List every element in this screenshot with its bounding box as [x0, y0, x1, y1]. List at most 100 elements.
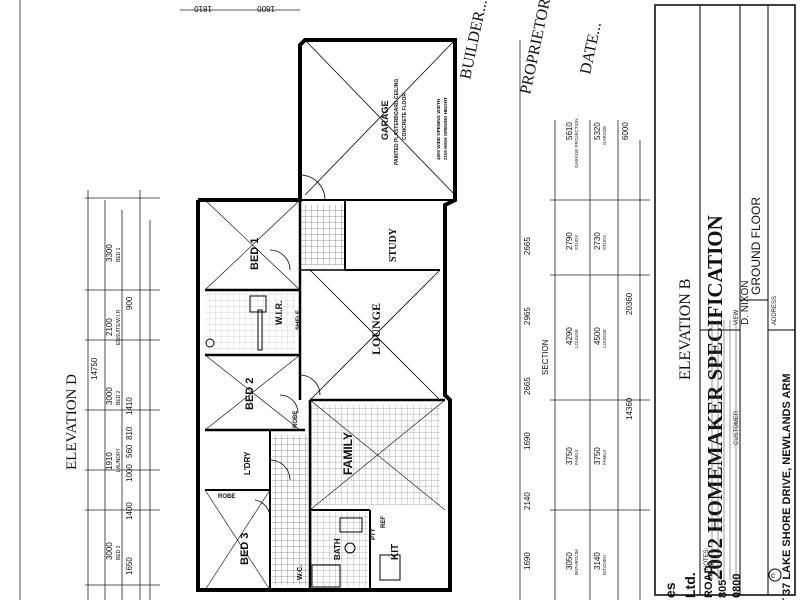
dim-mid-1: 900 — [125, 296, 134, 310]
room-kit: KIT — [390, 544, 401, 560]
dim-r2-3: 4500 — [593, 327, 602, 345]
elevation-b-label: ELEVATION B — [677, 279, 694, 380]
room-garage-note2: CONCRETE FLOOR — [402, 93, 408, 140]
dim-r2-label-1: GARAGE — [602, 126, 607, 145]
room-robe-2: ROBE — [218, 494, 235, 500]
dim-mid-2: 1410 — [125, 397, 134, 415]
dim-r1-label-5: BATHROOM — [574, 549, 579, 575]
dim-gpost-4: 1690 — [523, 432, 532, 450]
dim-mid-5: 1000 — [125, 464, 134, 482]
dim-r1-label-4: FAMILY — [574, 449, 579, 465]
door-swings — [254, 174, 326, 519]
notes-label: NOTES: — [704, 547, 710, 570]
top-dim-2: 1800 — [257, 4, 275, 13]
dim-r1-1: 5610 — [565, 122, 574, 140]
room-wir: W.I.R. — [274, 301, 284, 326]
top-dim-1: 1810 — [194, 4, 212, 13]
dim-left-3: 3000 — [105, 387, 114, 405]
dim-left-2: 2100 — [105, 318, 114, 336]
room-study: STUDY — [388, 227, 399, 262]
dim-r1-label-3: LOUNGE — [574, 329, 579, 348]
dim-mid-4: 560 — [125, 444, 134, 458]
right-dimension-strings — [519, 40, 650, 600]
company-line-5: 0800 — [731, 574, 743, 598]
room-wc: W.C. — [297, 565, 304, 580]
dim-left-5: 3000 — [105, 542, 114, 560]
dim-left-label-5: BED 3 — [116, 545, 122, 560]
address-label: ADDRESS — [772, 296, 778, 325]
company-line-1: es — [662, 582, 678, 598]
elevation-d-label: ELEVATION D — [64, 374, 80, 470]
dim-gpost-6: 1690 — [523, 552, 532, 570]
dim-r2-4: 3750 — [593, 447, 602, 465]
room-bed2: BED 2 — [244, 378, 256, 410]
room-bed3: BED 3 — [239, 533, 251, 565]
room-ref: REF — [381, 516, 387, 528]
customer-label: CUSTOMER — [734, 410, 740, 445]
dim-left-label-1: BED 1 — [116, 247, 122, 262]
customer-value: D. NIXON — [740, 281, 751, 325]
dim-r2-label-5: KITCHEN — [602, 555, 607, 575]
dim-left-1: 3300 — [105, 244, 114, 262]
spec-title: 2002 HOMEMAKER SPECIFICATION — [703, 215, 727, 580]
room-garage: GARAGE — [380, 100, 390, 140]
room-lounge: LOUNGE — [369, 303, 383, 355]
left-dimension-strings — [19, 0, 160, 600]
dim-r1-4: 3750 — [565, 447, 574, 465]
dim-r2-1: 5320 — [593, 122, 602, 140]
dim-left-4: 1910 — [105, 452, 114, 470]
company-line-4: 805 — [717, 580, 729, 598]
right-dim-labels: 5610 GARAGE PROJECTION 2790 STUDY 4290 L… — [523, 118, 634, 575]
stamp-builder: BUILDER... — [457, 0, 491, 81]
dim-r2-5: 3140 — [593, 552, 602, 570]
room-garage-note1: PAINTED PLASTERBOARD CEILING — [394, 79, 400, 165]
room-ldry: L'DRY — [243, 451, 252, 475]
dim-r1-3: 4290 — [565, 327, 574, 345]
room-shelf: SHELF — [296, 310, 302, 330]
address-value: LOT 37 LAKE SHORE DRIVE, NEWLANDS ARM — [781, 374, 793, 601]
dim-gpost-2: 2965 — [523, 307, 532, 325]
room-bed1: BED 1 — [249, 238, 261, 270]
view-value: GROUND FLOOR — [749, 197, 763, 295]
room-labels: GARAGE PAINTED PLASTERBOARD CEILING CONC… — [218, 79, 448, 580]
left-dim-labels: 3300 2100 3000 1910 3000 BED 1 ENSUITE/W… — [90, 244, 134, 575]
dim-r2-label-3: LOUNGE — [602, 329, 607, 348]
dim-gpost-3: 2665 — [523, 377, 532, 395]
dim-r3-1: 6000 — [621, 122, 630, 140]
title-block — [654, 4, 796, 596]
dim-r2-label-2: STUDY — [602, 235, 607, 250]
room-robe-1: ROBE — [293, 411, 299, 428]
company-line-2: Ltd. — [682, 572, 698, 598]
dim-mid-3: 810 — [125, 426, 134, 440]
room-bath: BATH — [333, 538, 342, 560]
notes-lines — [711, 320, 737, 580]
dim-left-label-2: ENSUITE/W.I.R. — [116, 308, 122, 345]
copyright-mark: c — [771, 571, 775, 580]
dim-r1-label-2: STUDY — [574, 235, 579, 250]
dim-r1-2: 2790 — [565, 232, 574, 250]
dim-mid-6: 1400 — [125, 502, 134, 520]
dim-gpost-1: 2665 — [523, 237, 532, 255]
room-garage-door: 4800 WIDE OPENING WIDTH — [436, 99, 441, 160]
view-label: VIEW — [734, 309, 740, 325]
room-pty: PTY — [371, 528, 377, 540]
dim-r2-2: 2730 — [593, 232, 602, 250]
company-line-3: ROAD, — [703, 563, 715, 598]
stamp-date: DATE... — [577, 21, 605, 76]
dim-r3-2: 20360 — [625, 292, 634, 315]
dim-r3-3: 14360 — [625, 397, 634, 420]
copyright-icon — [768, 568, 782, 582]
fixtures — [205, 295, 401, 588]
dim-r1-5: 3050 — [565, 552, 574, 570]
room-garage-door2: 2100 HIGH OPENING HEIGHT — [443, 97, 448, 160]
dim-left-total: 14750 — [90, 357, 99, 380]
dim-left-label-4: LAUNDRY — [116, 448, 122, 472]
section-label: SECTION — [541, 339, 550, 375]
dim-r2-label-4: FAMILY — [602, 449, 607, 465]
dim-mid-7: 1650 — [125, 557, 134, 575]
company-fragment: es Ltd. ROAD, 805 0800 — [662, 563, 743, 598]
dim-gpost-5: 2140 — [523, 492, 532, 510]
tiled-areas — [205, 205, 440, 588]
dim-r1-label-1: GARAGE PROJECTION — [574, 118, 579, 168]
stamp-proprietor: PROPRIETOR... — [517, 0, 556, 96]
